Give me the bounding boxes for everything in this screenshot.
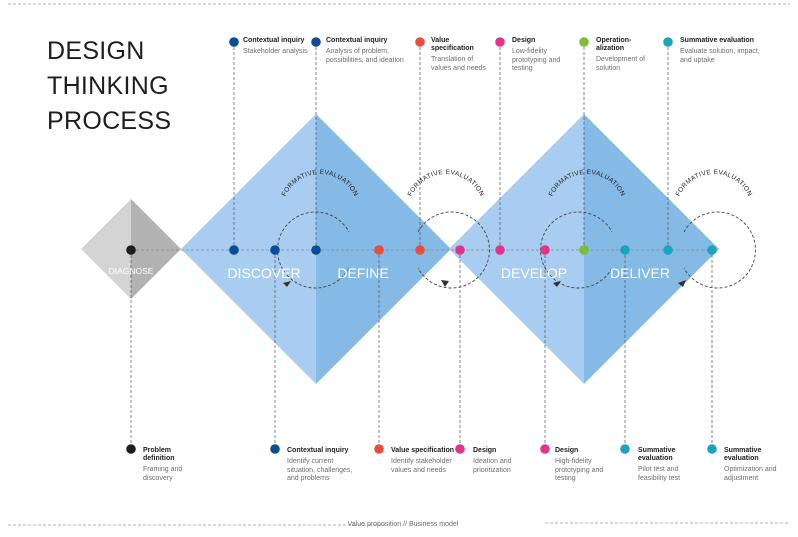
annotation-title: Contextual inquiry [287, 447, 349, 454]
title-line-2: THINKING [47, 72, 169, 100]
annotation-desc: Development of solution [596, 56, 646, 72]
bottom-annotation-4: Design Ideation and prioritization [473, 447, 533, 475]
top-dot-5 [579, 37, 589, 47]
top-dot-6 [663, 37, 673, 47]
annotation-desc: Identify current situation, challenges, … [287, 458, 353, 483]
annotation-desc: Stakeholder analysis [243, 48, 308, 55]
page-title: DESIGN THINKING PROCESS [47, 34, 171, 139]
top-annotation-3: Value specification Translation of value… [431, 37, 493, 73]
annotation-desc: Optimization and adjustment [724, 466, 777, 482]
bottom-annotation-5: Design High-fidelity prototyping and tes… [555, 447, 615, 484]
top-annotation-dots [229, 37, 673, 47]
annotation-title: Summative evaluation [680, 37, 754, 44]
loop-label-4: FORMATIVE EVALUATION [675, 169, 754, 198]
annotation-title: Contextual inquiry [326, 37, 388, 44]
axis-dot-value-specification-2 [415, 245, 425, 255]
annotation-title: Design [473, 447, 497, 454]
top-dot-3 [415, 37, 425, 47]
loop-arrowheads [283, 280, 686, 287]
title-line-1: DESIGN [47, 37, 145, 65]
phase-label-diagnose: DIAGNOSE [109, 266, 154, 276]
loop-4-arrowhead [678, 280, 686, 287]
axis-dot-contextual-inquiry-2 [270, 245, 280, 255]
axis-dot-summative-evaluation-2 [663, 245, 673, 255]
top-dot-1 [229, 37, 239, 47]
annotation-desc: Analysis of problem, possibilities, and … [326, 48, 404, 64]
bottom-annotation-2: Contextual inquiry Identify current situ… [287, 447, 361, 484]
loop-label-2: FORMATIVE EVALUATION [407, 169, 486, 198]
annotation-title: Value specification [391, 447, 455, 454]
annotation-desc: Framing and discovery [143, 466, 183, 482]
phase-label-deliver: DELIVER [610, 265, 670, 281]
loop-3-arrowhead [553, 281, 561, 287]
develop-diamond-half [449, 114, 584, 384]
bottom-annotation-7: Summative evaluation Optimization and ad… [724, 447, 790, 483]
axis-dot-contextual-inquiry-3 [311, 245, 321, 255]
top-annotation-5: Operation-alization Development of solut… [596, 37, 654, 73]
bottom-dot-7 [707, 444, 717, 454]
axis-dots [126, 245, 717, 255]
top-dot-4 [495, 37, 505, 47]
annotation-title: Contextual inquiry [243, 37, 305, 44]
phase-label-discover: DISCOVER [227, 265, 300, 281]
bottom-dot-4 [455, 444, 465, 454]
formative-loop-4 [683, 211, 756, 289]
footer-text: Value proposition // Business model [347, 521, 459, 528]
annotation-title: Operation-alization [596, 37, 632, 52]
top-dot-2 [311, 37, 321, 47]
annotation-desc: Pilot test and feasibility test [638, 466, 681, 482]
footer-caption: Value proposition // Business model [0, 521, 798, 528]
loop-1-arrowhead [283, 281, 291, 287]
annotation-title: Design [555, 447, 579, 454]
annotation-desc: Low-fidelity prototyping and testing [512, 48, 561, 73]
axis-dot-design-2 [495, 245, 505, 255]
bottom-annotation-6: Summative evaluation Pilot test and feas… [638, 447, 704, 483]
bottom-annotation-1: Problem definition Framing and discovery [143, 447, 203, 483]
top-annotation-1: Contextual inquiry Stakeholder analysis [243, 37, 331, 57]
annotation-desc: Evaluate solution, impact, and uptake [680, 48, 760, 64]
axis-dot-operationalization [579, 245, 589, 255]
annotation-desc: High-fidelity prototyping and testing [555, 458, 604, 483]
formative-loop-2 [417, 211, 490, 289]
axis-dot-problem-definition [126, 245, 136, 255]
axis-dot-design-3 [540, 245, 550, 255]
discover-diamond-half [181, 114, 316, 384]
bottom-dot-3 [374, 444, 384, 454]
loop-2-arrowhead [441, 280, 449, 287]
annotation-title: Problem definition [143, 447, 175, 462]
phase-label-define: DEFINE [337, 265, 388, 281]
diagnose-diamond-right [131, 199, 181, 299]
bottom-annotation-3: Value specification Identify stakeholder… [391, 447, 459, 475]
top-annotation-2: Contextual inquiry Analysis of problem, … [326, 37, 412, 65]
bottom-dot-5 [540, 444, 550, 454]
bottom-annotation-dots [126, 444, 717, 454]
annotation-title: Value specification [431, 37, 474, 52]
diagnose-diamond-left [81, 199, 131, 299]
axis-dot-contextual-inquiry-1 [229, 245, 239, 255]
title-line-3: PROCESS [47, 107, 172, 135]
annotation-desc: Translation of values and needs [431, 56, 486, 72]
annotation-title: Summative evaluation [638, 447, 676, 462]
bottom-dot-6 [620, 444, 630, 454]
axis-dot-value-specification-1 [374, 245, 384, 255]
bottom-dot-1 [126, 444, 136, 454]
phase-label-develop: DEVELOP [501, 265, 567, 281]
annotation-desc: Ideation and prioritization [473, 458, 512, 474]
top-annotation-4: Design Low-fidelity prototyping and test… [512, 37, 570, 74]
annotation-desc: Identify stakeholder values and needs [391, 458, 452, 474]
axis-dot-design-1 [455, 245, 465, 255]
top-annotation-6: Summative evaluation Evaluate solution, … [680, 37, 760, 65]
annotation-title: Design [512, 37, 536, 44]
annotation-title: Summative evaluation [724, 447, 762, 462]
axis-dot-summative-evaluation-3 [707, 245, 717, 255]
bottom-dot-2 [270, 444, 280, 454]
connector-lines [130, 42, 713, 449]
deliver-diamond-half [584, 114, 719, 384]
axis-dot-summative-evaluation-1 [620, 245, 630, 255]
